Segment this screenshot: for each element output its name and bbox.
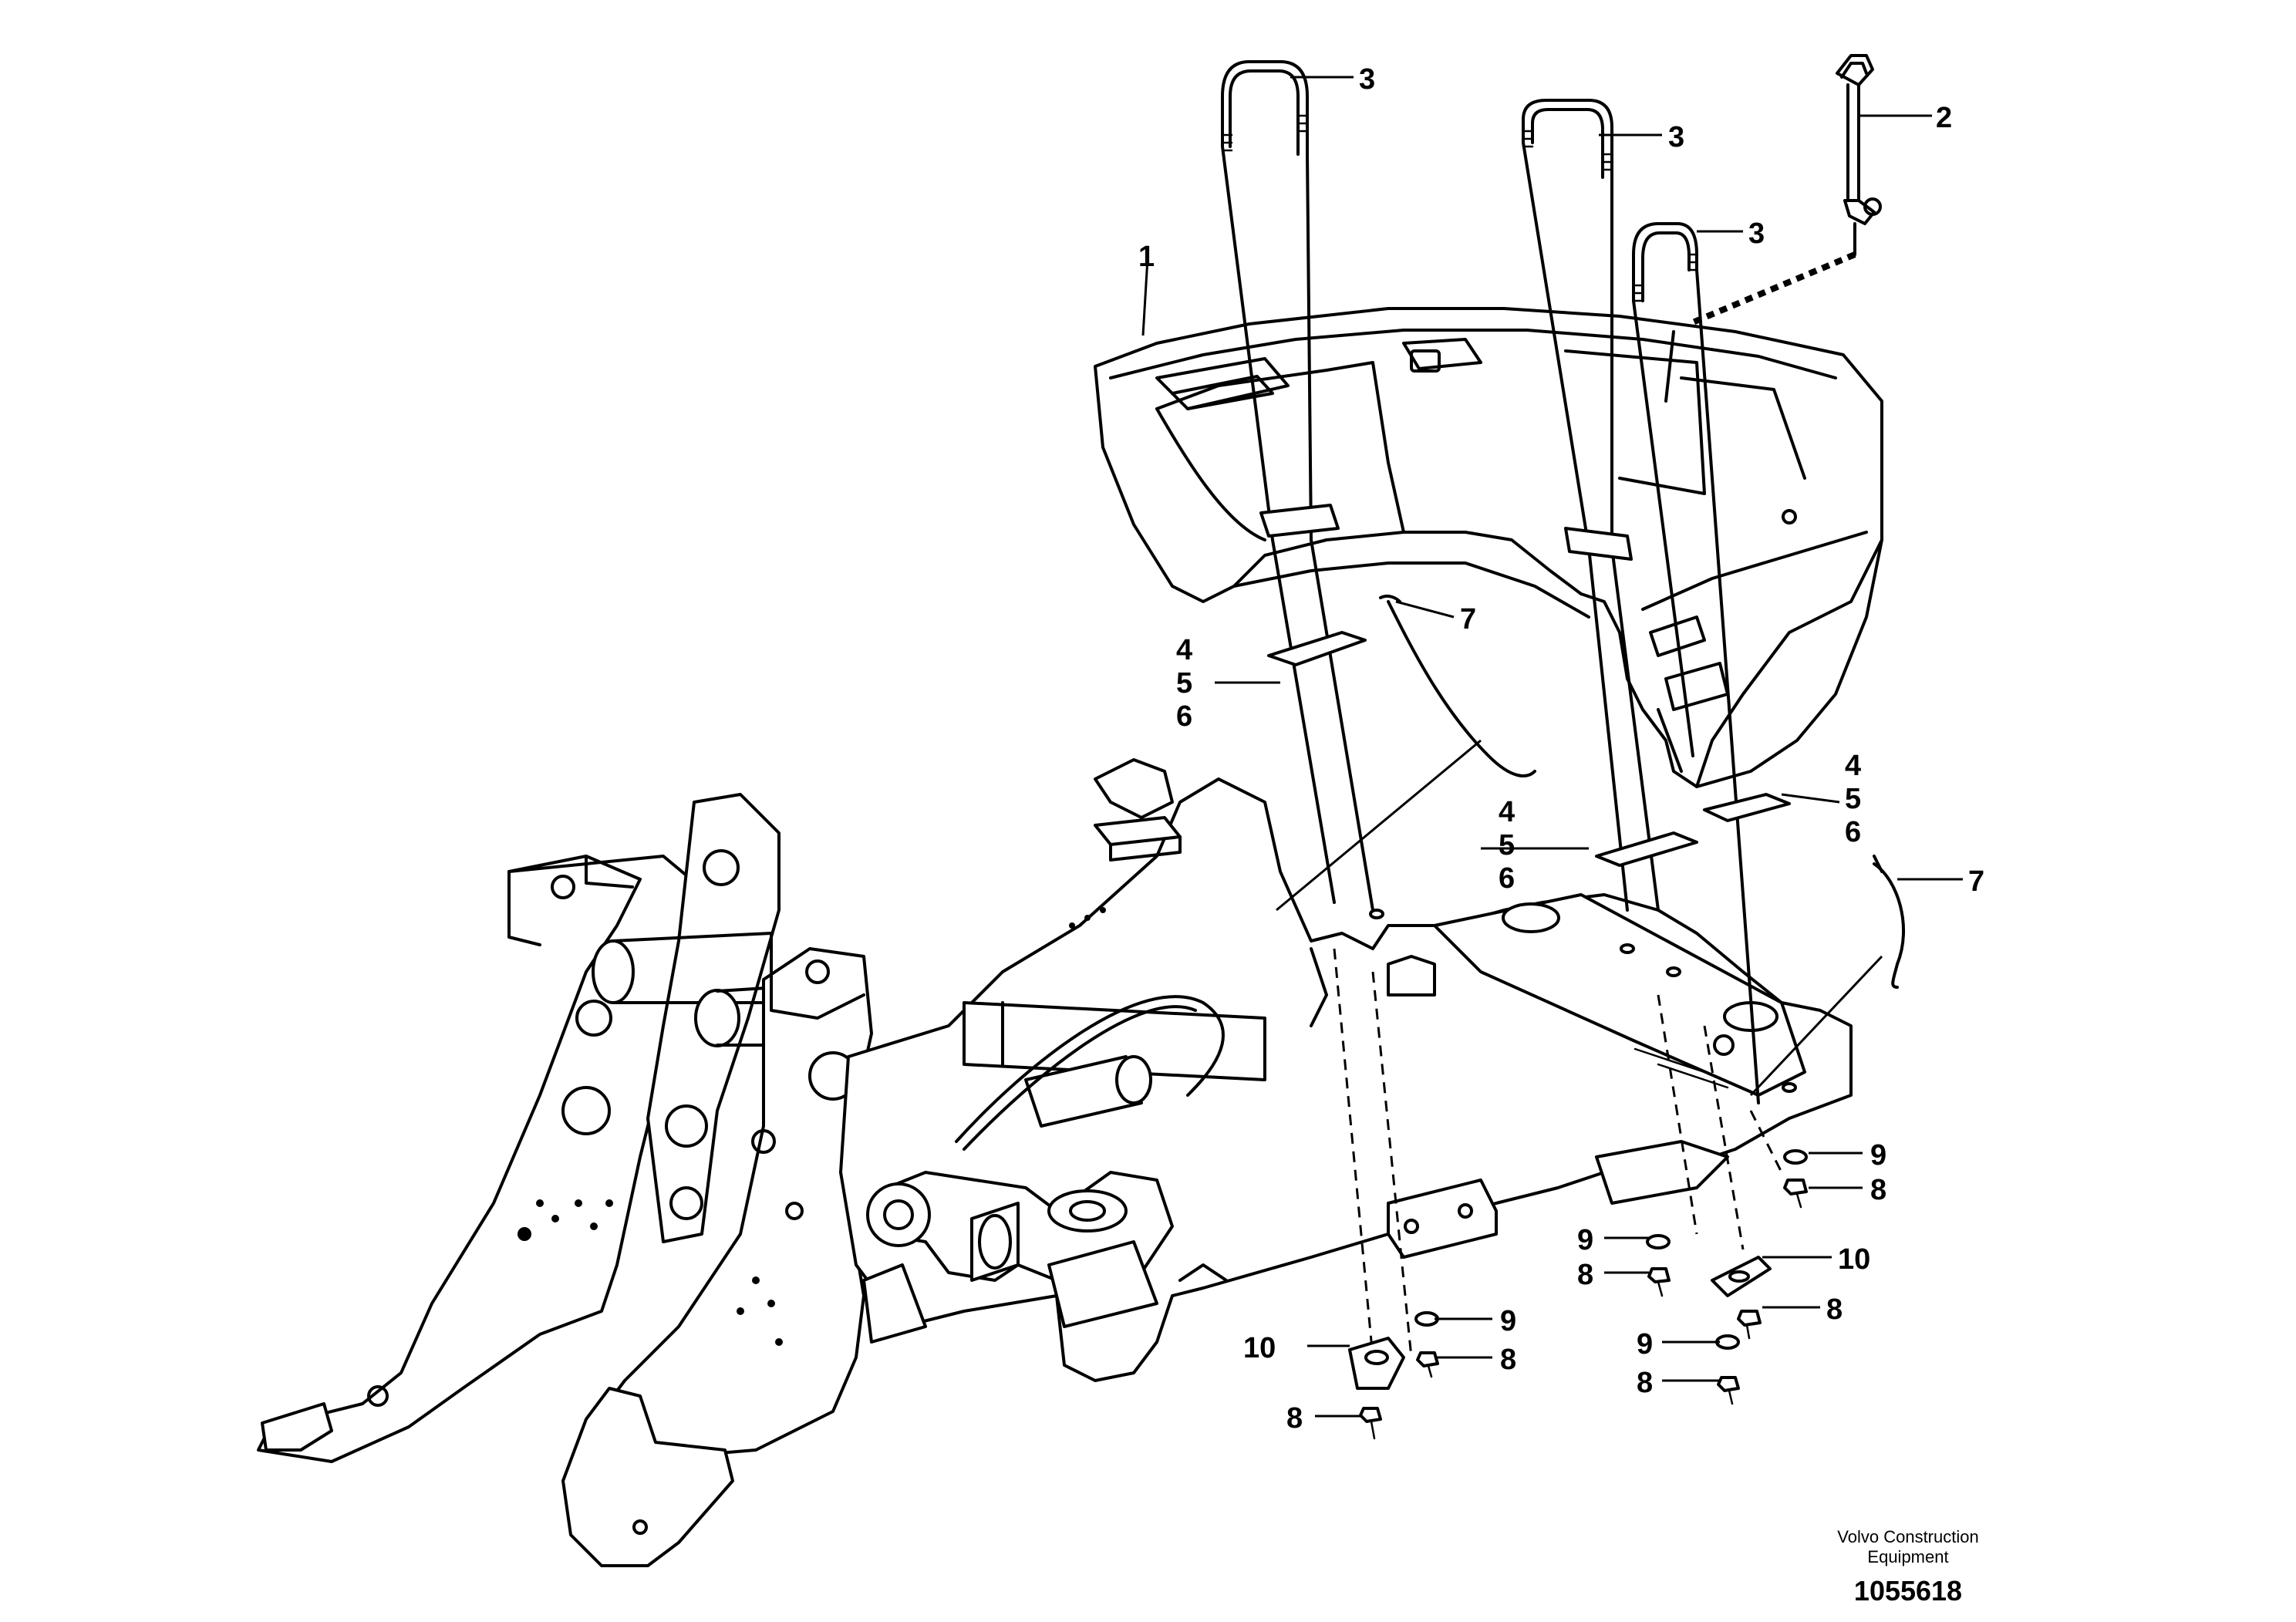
callout-8-b: 8	[1826, 1293, 1843, 1326]
callout-3-left: 3	[1359, 63, 1375, 96]
callout-8-f: 8	[1637, 1367, 1653, 1399]
callout-5-left: 5	[1176, 667, 1192, 700]
callout-6-middle: 6	[1499, 862, 1515, 895]
company-name-line1: Volvo Construction	[1837, 1527, 1978, 1546]
u-bolt-right	[1632, 222, 1760, 1104]
callout-7-right: 7	[1968, 865, 1984, 898]
leader-lines	[1141, 76, 1963, 1418]
callout-8-e: 8	[1286, 1402, 1303, 1435]
callout-9-b: 9	[1577, 1224, 1593, 1256]
callout-9-c: 9	[1500, 1305, 1516, 1337]
nut	[1783, 1179, 1808, 1195]
u-bolt-middle	[1522, 99, 1613, 549]
company-name-line2: Equipment	[1867, 1547, 1948, 1566]
callout-7-left: 7	[1460, 603, 1476, 636]
callout-5-middle: 5	[1499, 829, 1515, 862]
u-bolts	[1221, 60, 1797, 1358]
callout-4-right: 4	[1845, 750, 1861, 782]
callout-6-right: 6	[1845, 816, 1861, 848]
hardware	[1348, 1149, 1808, 1440]
callout-9-d: 9	[1637, 1328, 1653, 1361]
front-frame	[257, 793, 873, 1567]
u-bolt-left	[1221, 60, 1313, 541]
callout-1: 1	[1138, 241, 1155, 273]
washer	[1783, 1149, 1808, 1165]
callout-4-left: 4	[1176, 634, 1192, 666]
block-10-right	[1711, 1256, 1772, 1297]
callout-6-left: 6	[1176, 700, 1192, 733]
callout-8-c: 8	[1577, 1259, 1593, 1291]
callout-10-left: 10	[1243, 1332, 1276, 1364]
callout-3-right: 3	[1748, 218, 1765, 250]
clips	[1379, 594, 1905, 989]
footer-block: Volvo Construction Equipment 1055618	[1837, 1527, 1978, 1607]
callout-2: 2	[1936, 102, 1952, 134]
callout-8-a: 8	[1870, 1174, 1886, 1206]
callout-5-right: 5	[1845, 783, 1861, 815]
callout-3-middle: 3	[1668, 121, 1684, 153]
callout-9-a: 9	[1870, 1139, 1886, 1172]
callout-8-d: 8	[1500, 1344, 1516, 1376]
drawing-number: 1055618	[1854, 1575, 1962, 1607]
bolt-holes	[518, 1199, 783, 1346]
callout-4-middle: 4	[1499, 796, 1515, 828]
counterweight	[1094, 307, 1883, 788]
callout-labels: 1 2 3 3 3 4 5 6 4 5 6 4 5 6 7 7 9 8 10 8…	[1138, 63, 1984, 1435]
lifting-eye	[1664, 54, 1882, 403]
shims	[1267, 631, 1791, 867]
callout-10-right: 10	[1838, 1243, 1870, 1276]
